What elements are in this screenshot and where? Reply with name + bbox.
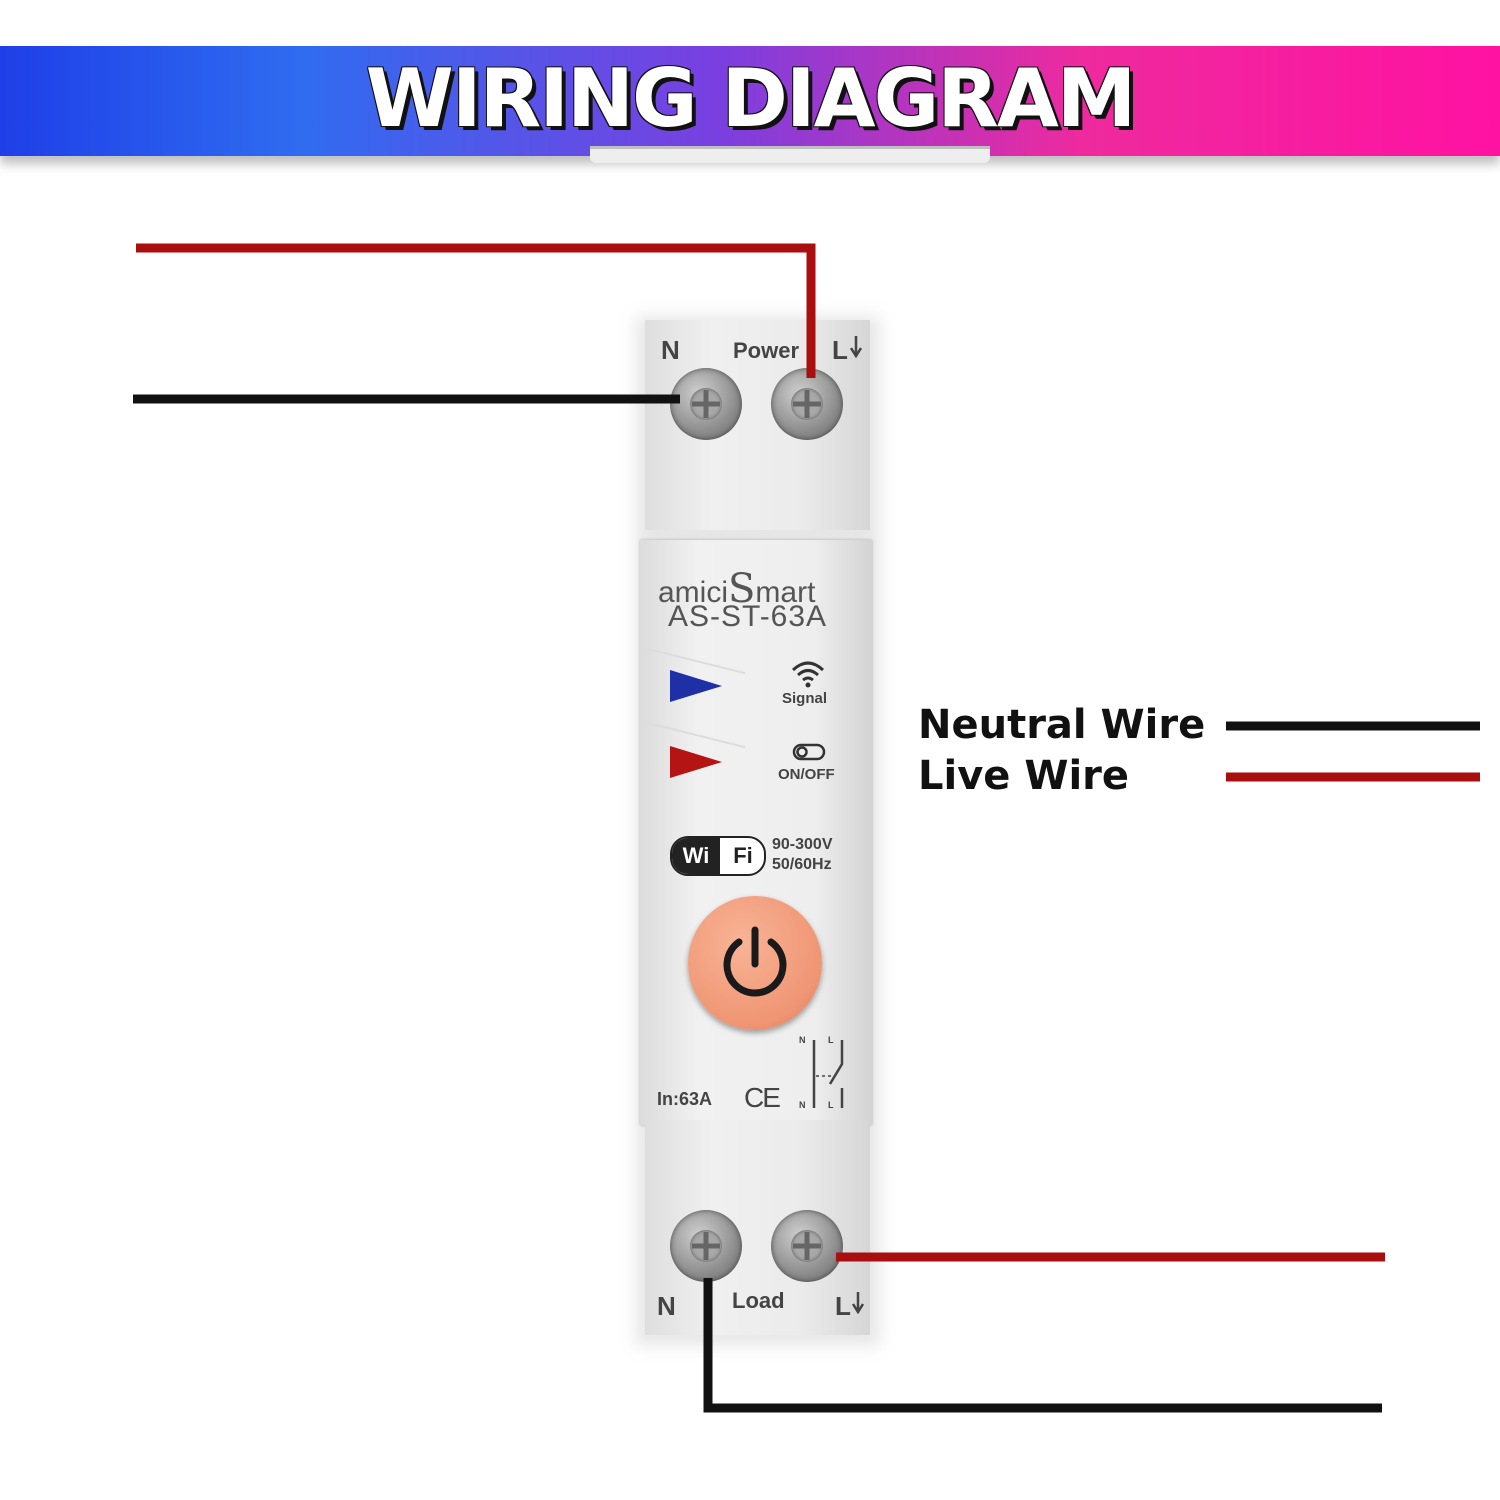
bottom-l-label: L (835, 1291, 851, 1321)
wifi-signal-icon (791, 661, 825, 688)
bottom-load-label: Load (732, 1288, 785, 1313)
top-live-screw-icon (793, 390, 821, 418)
onoff-led-indicator (670, 746, 722, 778)
top-n-label: N (661, 335, 680, 365)
bottom-live-screw-icon (793, 1232, 821, 1260)
schematic-switch-icon (812, 1040, 844, 1108)
wifi-badge: Wi Fi (670, 836, 766, 876)
brand-logo-s: S (728, 566, 756, 612)
wifi-badge-right: Fi (733, 843, 753, 868)
brand-prefix: amici (658, 576, 729, 609)
banner-notch (590, 146, 990, 163)
schematic-n-top: N (799, 1035, 806, 1045)
frequency-spec: 50/60Hz (772, 856, 832, 873)
signal-label: Signal (782, 690, 828, 707)
model-number: AS-ST-63A (668, 600, 828, 633)
brand-name: amiciSmart (658, 566, 815, 612)
title-banner (0, 46, 1500, 156)
legend-live-label: Live Wire (918, 753, 1130, 799)
bottom-down-arrow-icon (852, 1292, 864, 1314)
wifi-badge-left: Wi (672, 838, 720, 874)
ce-mark: CE (744, 1082, 781, 1113)
voltage-spec: 90-300V (772, 836, 833, 853)
bottom-neutral-screw-icon (692, 1232, 720, 1260)
brand-suffix: mart (755, 576, 816, 609)
schematic-n-bottom: N (799, 1100, 806, 1110)
top-power-label: Power (733, 338, 800, 363)
schematic-l-top: L (828, 1035, 834, 1045)
current-rating: In:63A (657, 1089, 713, 1109)
top-neutral-screw-icon (692, 390, 720, 418)
power-icon (723, 926, 787, 997)
page-title: WIRING DIAGRAM (365, 51, 1137, 145)
live-input-wire (136, 243, 816, 378)
toggle-icon (792, 743, 826, 761)
neutral-output-wire (703, 1278, 1382, 1413)
bottom-n-label: N (657, 1291, 676, 1321)
onoff-label: ON/OFF (778, 766, 835, 783)
schematic-l-bottom: L (828, 1100, 834, 1110)
signal-led-indicator (670, 670, 722, 702)
top-l-label: L (832, 335, 848, 365)
top-down-arrow-icon (850, 336, 862, 358)
legend-neutral-label: Neutral Wire (918, 702, 1206, 748)
